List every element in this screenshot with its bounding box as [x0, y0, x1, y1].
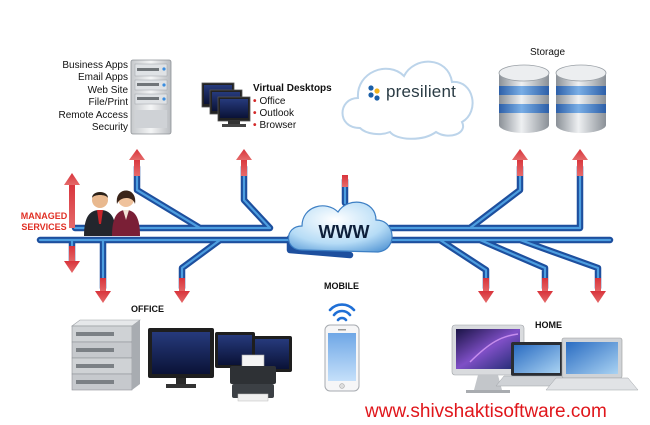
server-tower-icon	[130, 59, 172, 135]
arrow-down-managed	[64, 246, 80, 273]
hub-label: WWW	[318, 222, 370, 242]
storage-disk-icon-2	[555, 64, 607, 133]
website-url: www.shivshaktisoftware.com	[365, 401, 607, 422]
virtual-desktop-item: •Outlook	[253, 108, 294, 119]
arrow-down-home-2	[537, 278, 553, 303]
server-app-item: Email Apps	[77, 72, 128, 84]
virtual-desktop-monitors-icon	[201, 82, 251, 127]
office-monitors-icon	[148, 328, 292, 388]
home-label: HOME	[535, 320, 562, 330]
home-imac-icon	[451, 324, 525, 393]
server-app-item: Business Apps	[62, 60, 128, 71]
bullet-icon: •	[253, 120, 257, 131]
server-app-list: Business Apps Email Apps Web Site File/P…	[40, 60, 128, 134]
cloud-brand-name: presilient	[386, 82, 457, 101]
wifi-signal-icon	[328, 303, 356, 322]
virtual-desktop-item: •Office	[253, 96, 286, 107]
office-label: OFFICE	[131, 304, 164, 314]
arrows	[64, 149, 606, 303]
arrow-up-cloud	[342, 175, 348, 187]
storage-label: Storage	[530, 47, 566, 58]
arrow-up-server	[129, 149, 145, 176]
office-server-rack-icon	[71, 319, 141, 391]
mobile-label: MOBILE	[324, 281, 359, 291]
arrow-up-storage-2	[572, 149, 588, 176]
server-app-item: Web Site	[87, 84, 128, 96]
server-app-item: File/Print	[88, 97, 128, 109]
arrow-down-office-1	[95, 278, 111, 303]
arrow-up-virtual-desktops	[236, 149, 252, 176]
server-app-item: Remote Access	[58, 109, 128, 121]
arrow-down-office-2	[174, 278, 190, 303]
managed-services-label: MANAGED SERVICES	[20, 211, 68, 232]
presilient-cloud-icon	[341, 60, 474, 140]
virtual-desktop-item: •Browser	[253, 120, 297, 131]
arrow-up-managed	[64, 173, 80, 228]
virtual-desktops-list: •Office •Outlook •Browser	[253, 96, 296, 132]
server-app-item: Security	[91, 122, 128, 134]
storage-disk-icon-1	[498, 64, 550, 133]
virtual-desktops-title: Virtual Desktops	[253, 83, 332, 94]
office-printer-icon	[230, 354, 276, 402]
www-cloud-icon	[287, 201, 393, 253]
mobile-phone-icon	[324, 324, 360, 392]
network-lines	[36, 163, 614, 292]
managed-services-people-icon	[84, 190, 140, 236]
arrow-down-home-1	[478, 278, 494, 303]
arrow-up-storage-1	[512, 149, 528, 176]
presilient-logo-icon	[368, 85, 380, 101]
bullet-icon: •	[253, 96, 257, 107]
home-laptop-icon-2	[545, 337, 639, 391]
arrow-down-home-3	[590, 278, 606, 303]
bullet-icon: •	[253, 108, 257, 119]
